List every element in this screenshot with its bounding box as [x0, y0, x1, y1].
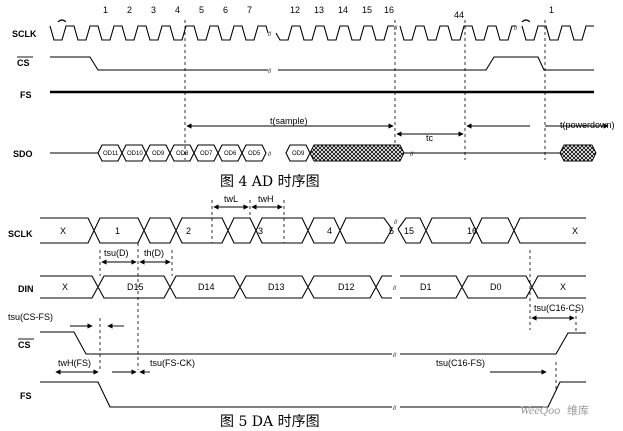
- tsu-c16-fs-label: tsu(C16-FS): [436, 358, 485, 368]
- twh-fs-label: twH(FS): [58, 358, 91, 368]
- din-bit: X: [62, 282, 68, 292]
- sdo-hiz-hatched: [559, 144, 597, 162]
- sdo-bit: OD11: [103, 151, 119, 157]
- break-mark: //: [393, 286, 397, 292]
- fs-label: FS: [20, 90, 32, 100]
- din-bit: D0: [490, 282, 502, 292]
- tc-label: tc: [426, 133, 434, 143]
- clock-number: 16: [467, 226, 477, 236]
- din-waveform: [40, 275, 586, 299]
- cs-waveform: [40, 331, 586, 355]
- sdo-hiz-hatched: [309, 144, 405, 162]
- thd-label: th(D): [144, 248, 164, 258]
- din-bit: D15: [127, 282, 144, 292]
- clock-number: 1: [549, 5, 554, 15]
- clock-number: 5: [389, 226, 394, 236]
- clock-number: 16: [384, 5, 394, 15]
- watermark-cjk: 维库: [567, 404, 589, 417]
- din-label: DIN: [18, 284, 34, 294]
- figure5-da-timing: SCLK DIN CS FS // X 1 2 3 4 5 15 16 X tw…: [8, 194, 586, 430]
- clock-number: 12: [290, 5, 300, 15]
- break-mark: //: [268, 152, 272, 158]
- cs-label: CS: [18, 340, 31, 350]
- clock-number: 1: [115, 226, 120, 236]
- sdo-bit: OD7: [200, 151, 213, 157]
- din-bit: D1: [420, 282, 432, 292]
- sdo-bit: OD6: [224, 151, 237, 157]
- clock-numbers: 1 2 3 4 5 6 7 12 13 14 15 16 44 1: [103, 5, 554, 20]
- clock-number: 5: [199, 5, 204, 15]
- clock-number: 14: [338, 5, 348, 15]
- din-bit: D14: [198, 282, 215, 292]
- clock-number: 15: [404, 226, 414, 236]
- break-mark: //: [394, 220, 398, 226]
- sdo-bit: OD5: [248, 151, 261, 157]
- din-bits: X D15 D14 D13 D12 D1 D0 X: [62, 282, 566, 292]
- sdo-bit: OD9: [292, 151, 305, 157]
- clock-number: 4: [327, 226, 332, 236]
- sdo-bit-box: [241, 144, 267, 162]
- edge-arrow: [521, 19, 531, 23]
- clock-number: 7: [247, 5, 252, 15]
- sclk-waveform: [40, 217, 586, 244]
- tsu-cs-fs-label: tsu(CS-FS): [8, 312, 53, 322]
- cs-label: CS: [17, 58, 30, 68]
- clock-number: 13: [314, 5, 324, 15]
- clock-number: 2: [186, 226, 191, 236]
- figure4-ad-timing: SCLK CS FS SDO 1 2 3 4 5 6 7 12 13 14 15…: [12, 5, 615, 190]
- break-mark: //: [268, 69, 272, 75]
- tsample-label: t(sample): [270, 116, 308, 126]
- break-mark: //: [394, 26, 398, 32]
- tsu-fs-ck-label: tsu(FS-CK): [150, 358, 195, 368]
- tsu-c16-cs-label: tsu(C16-CS): [534, 303, 584, 313]
- sdo-bit: OD10: [127, 151, 143, 157]
- din-bit: D13: [268, 282, 285, 292]
- sclk-label: SCLK: [12, 29, 37, 39]
- sclk-dont-care: X: [572, 226, 578, 236]
- tpowerdown-label: t(powerdown): [560, 120, 615, 130]
- break-mark: //: [268, 32, 272, 38]
- sdo-bit: OD8: [176, 151, 189, 157]
- sclk-waveform: [49, 25, 594, 41]
- din-bit: X: [560, 282, 566, 292]
- break-mark: //: [514, 26, 518, 32]
- clock-number: 2: [127, 5, 132, 15]
- break-mark: //: [410, 152, 414, 158]
- figure4-caption: 图 4 AD 时序图: [220, 174, 320, 190]
- twl-label: twL: [224, 194, 238, 204]
- break-mark: //: [393, 353, 397, 359]
- sdo-label: SDO: [13, 149, 33, 159]
- clock-number: 3: [258, 226, 263, 236]
- twh-label: twH: [258, 194, 274, 204]
- clock-number: 15: [362, 5, 372, 15]
- sdo-bit: OD9: [152, 151, 165, 157]
- clock-number: 3: [151, 5, 156, 15]
- break-mark: //: [393, 406, 397, 412]
- cs-waveform: [50, 56, 594, 71]
- tsud-label: tsu(D): [104, 248, 129, 258]
- fs-label: FS: [20, 391, 32, 401]
- din-bit: D12: [338, 282, 355, 292]
- watermark-latin: WeeQoo: [520, 403, 560, 417]
- sclk-label: SCLK: [8, 229, 33, 239]
- sdo-bits: OD11 OD10 OD9 OD8 OD7 OD6 OD5 // OD9: [97, 144, 311, 162]
- clock-number: 44: [454, 10, 464, 20]
- clock-number: 6: [223, 5, 228, 15]
- fs-waveform: [40, 381, 586, 408]
- clock-number: 4: [175, 5, 180, 15]
- clock-number: 1: [103, 5, 108, 15]
- sclk-dont-care: X: [60, 226, 66, 236]
- watermark: WeeQoo 维库: [520, 403, 589, 417]
- figure5-caption: 图 5 DA 时序图: [220, 414, 320, 430]
- edge-arrow: [57, 19, 67, 23]
